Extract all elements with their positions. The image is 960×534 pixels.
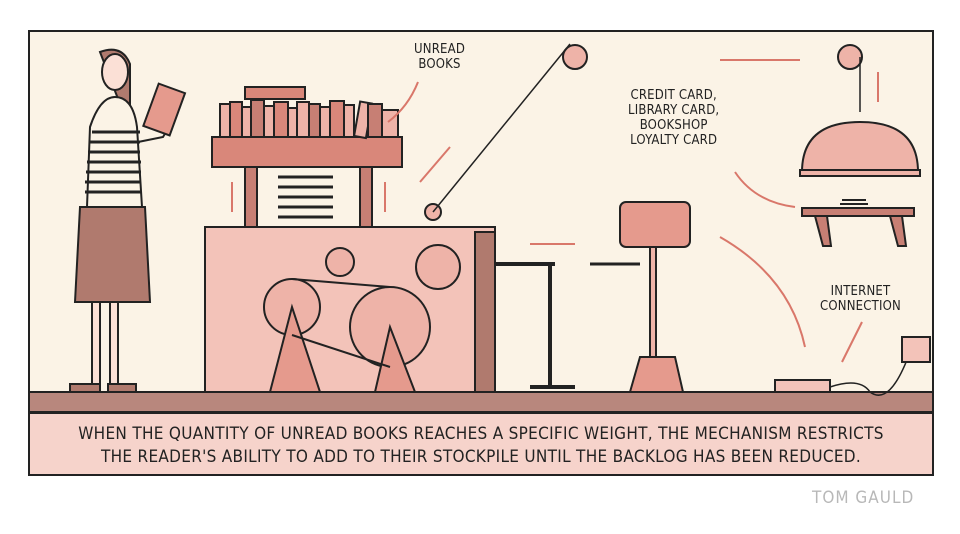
internet-label: INTERNET CONNECTION [820,284,901,314]
artist-signature: TOM GAULD [812,488,915,508]
label-line: INTERNET [830,284,891,299]
cover-dome [800,120,920,173]
pulley-system [424,43,863,221]
floor [30,391,932,413]
unread-books-label: UNREAD BOOKS [414,42,465,72]
motion-arrows [231,59,879,363]
caption-box: WHEN THE QUANTITY OF UNREAD BOOKS REACHE… [30,412,932,474]
label-line: BOOKS [418,57,461,72]
label-line: CREDIT CARD, [630,88,717,103]
label-line: CONNECTION [820,299,901,314]
label-line: UNREAD [414,42,466,57]
mechanism-box [204,226,640,393]
unread-bookshelf [211,86,403,228]
caption-line: WHEN THE QUANTITY OF UNREAD BOOKS REACHE… [78,424,884,444]
comic-illustration [30,43,932,413]
cards-label: CREDIT CARD, LIBRARY CARD, BOOKSHOP LOYA… [628,88,719,148]
reader-woman [69,48,187,393]
internet-router [774,336,931,396]
book-in-hand [142,82,187,137]
card-shelf [801,199,915,247]
label-line: BOOKSHOP [639,118,708,133]
blocker-device [619,201,691,393]
label-line: LOYALTY CARD [630,133,718,148]
label-line: LIBRARY CARD, [628,103,720,118]
comic-panel: UNREAD BOOKS CREDIT CARD, LIBRARY CARD, … [28,30,934,476]
caption-line: THE READER'S ABILITY TO ADD TO THEIR STO… [100,447,862,467]
